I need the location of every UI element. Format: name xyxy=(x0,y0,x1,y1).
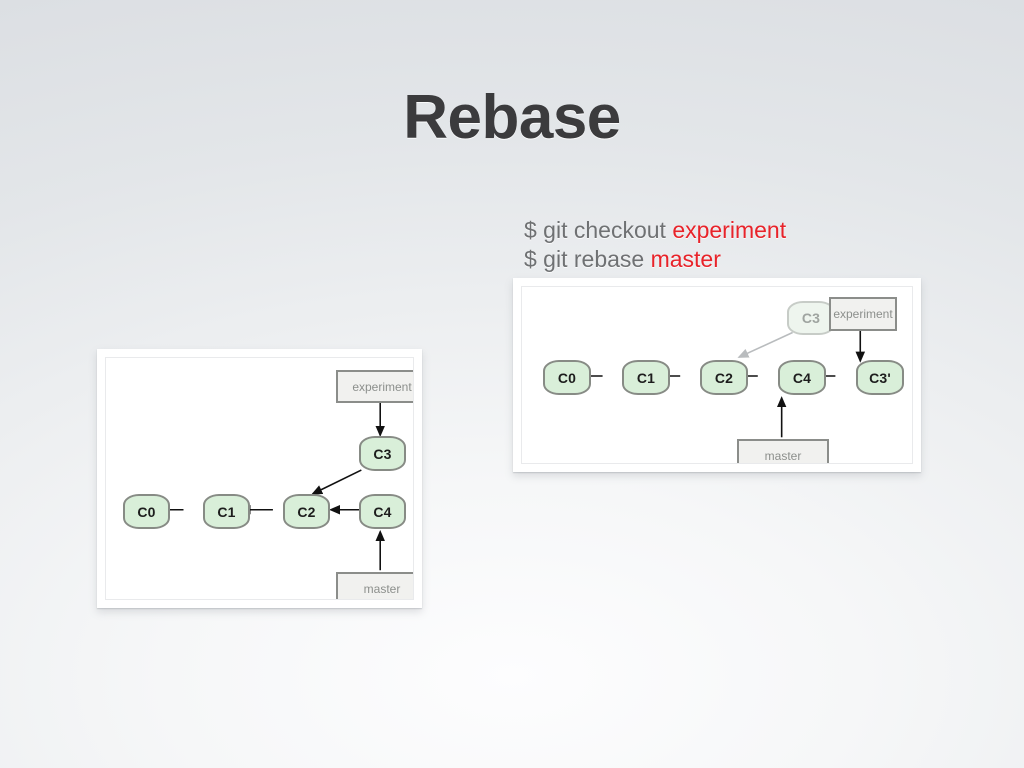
commit-node-c4[interactable]: C4 xyxy=(359,494,406,529)
page-title: Rebase xyxy=(403,83,621,152)
ref-label-master[interactable]: master xyxy=(336,572,413,599)
after-rebase-diagram: C3 experiment C0 C1 C2 C4 C3' master xyxy=(522,287,912,463)
before-rebase-panel: experiment C3 C0 C1 C2 C4 master xyxy=(97,349,422,619)
commit-node-c3-prime[interactable]: C3' xyxy=(856,360,904,395)
after-rebase-panel-inner: C3 experiment C0 C1 C2 C4 C3' master xyxy=(521,286,913,464)
commit-node-c4[interactable]: C4 xyxy=(778,360,826,395)
commit-node-c3-ghost[interactable]: C3 xyxy=(787,301,835,335)
branch-name-master: master xyxy=(650,246,721,272)
command-block: $ git checkout experiment $ git rebase m… xyxy=(524,216,786,274)
after-rebase-panel: C3 experiment C0 C1 C2 C4 C3' master xyxy=(513,278,921,483)
command-prompt-text: $ git checkout xyxy=(524,217,673,243)
commit-node-c3[interactable]: C3 xyxy=(359,436,406,471)
ref-label-experiment[interactable]: experiment xyxy=(829,297,897,331)
commit-node-c1[interactable]: C1 xyxy=(622,360,670,395)
command-line-checkout: $ git checkout experiment xyxy=(524,216,786,245)
command-line-rebase: $ git rebase master xyxy=(524,245,786,274)
command-prompt-text: $ git rebase xyxy=(524,246,651,272)
commit-node-c0[interactable]: C0 xyxy=(543,360,591,395)
branch-name-experiment: experiment xyxy=(672,217,787,243)
before-rebase-diagram: experiment C3 C0 C1 C2 C4 master xyxy=(106,358,413,599)
ref-label-master[interactable]: master xyxy=(737,439,829,463)
ref-label-experiment[interactable]: experiment xyxy=(336,370,413,403)
commit-node-c2[interactable]: C2 xyxy=(700,360,748,395)
commit-node-c0[interactable]: C0 xyxy=(123,494,170,529)
arrow-c3-to-c2 xyxy=(311,469,362,495)
before-rebase-panel-inner: experiment C3 C0 C1 C2 C4 master xyxy=(105,357,414,600)
commit-node-c2[interactable]: C2 xyxy=(283,494,330,529)
arrow-c3-ghost-to-c2 xyxy=(737,331,793,358)
commit-node-c1[interactable]: C1 xyxy=(203,494,250,529)
